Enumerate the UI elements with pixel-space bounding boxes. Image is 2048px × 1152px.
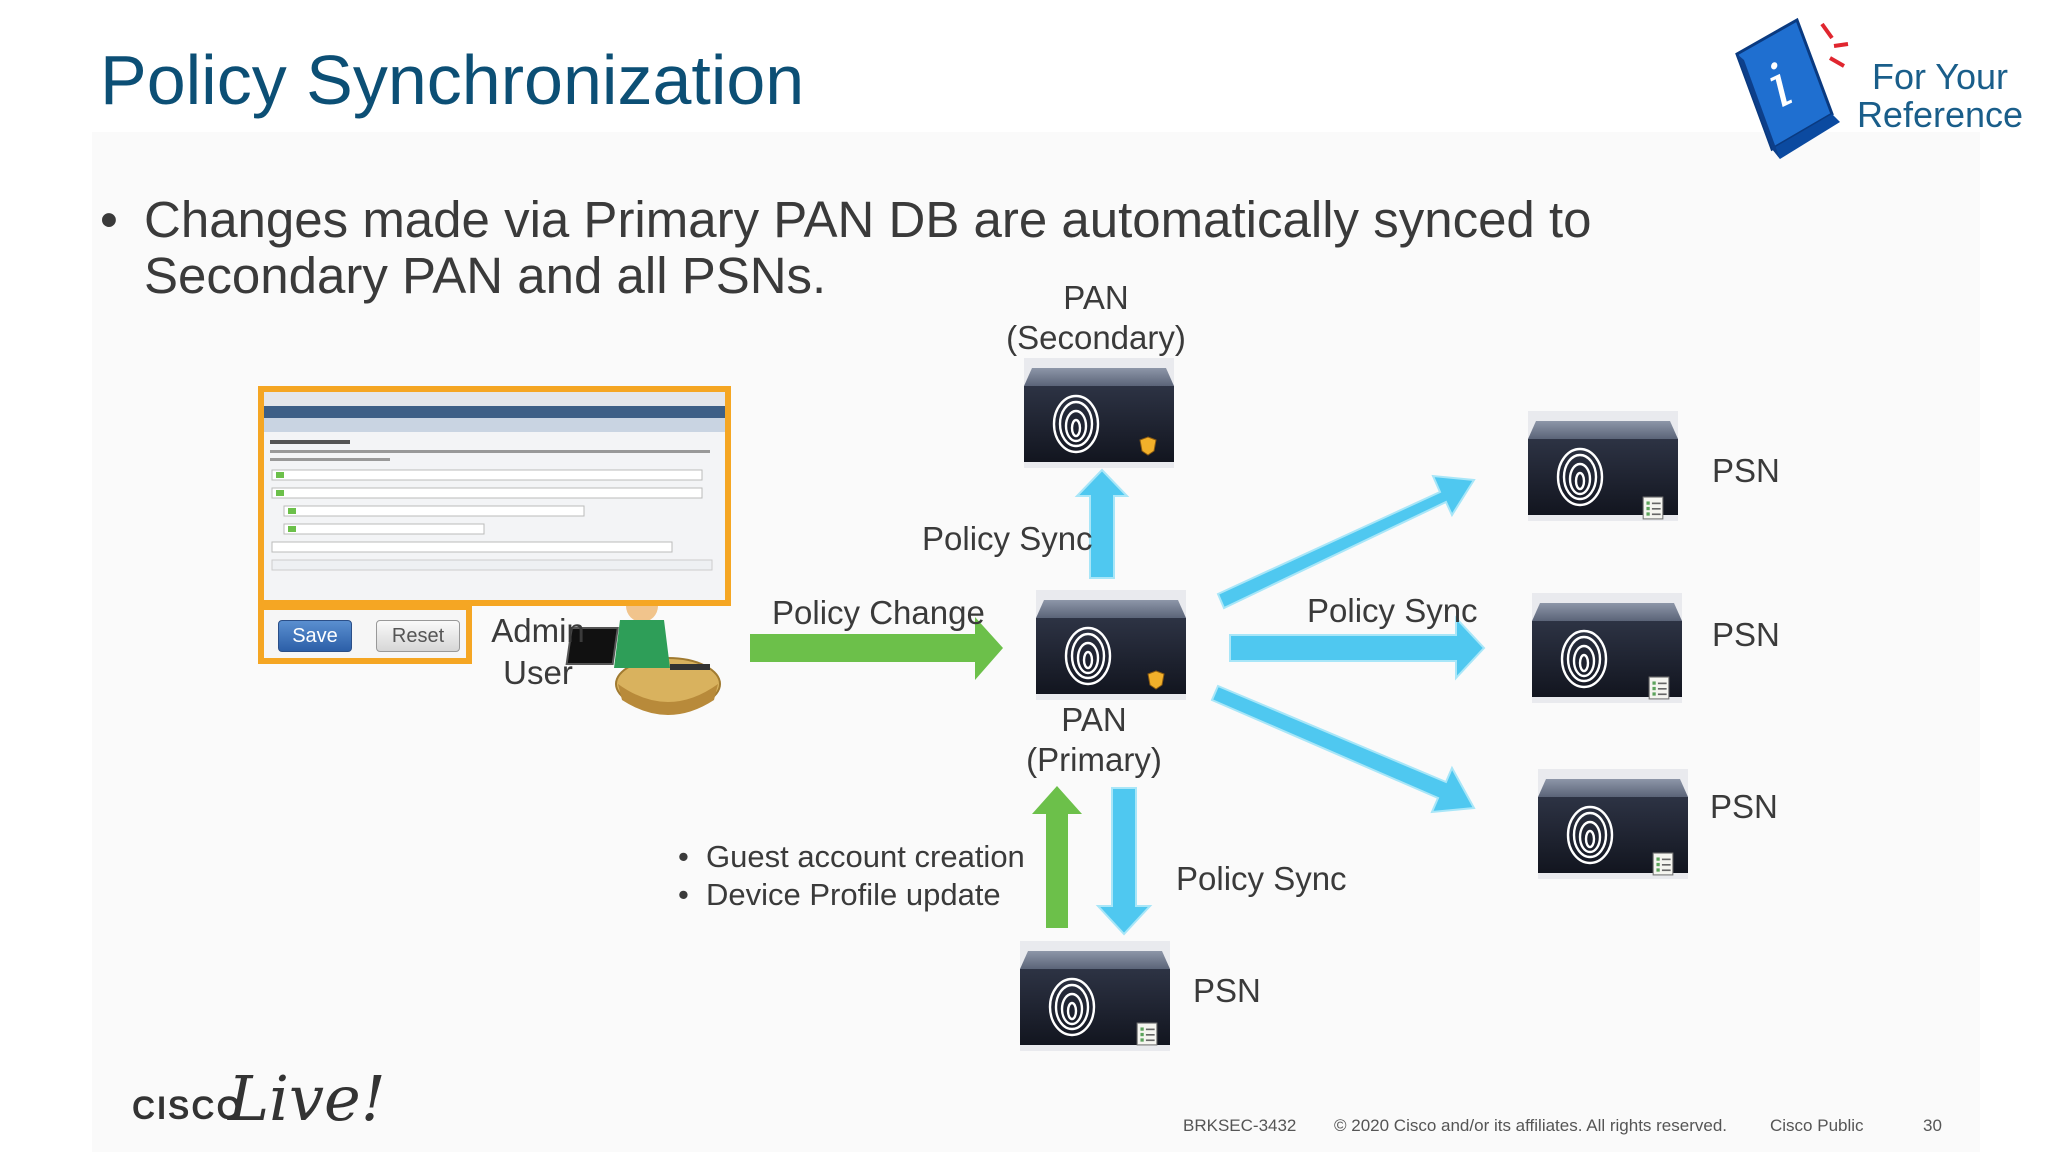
admin-ui-screenshot: [258, 386, 731, 606]
bullet-marker: •: [678, 839, 689, 874]
pan-primary-server-icon: [1036, 590, 1186, 700]
reset-button[interactable]: Reset: [376, 620, 460, 652]
trigger-list: • Guest account creation • Device Profile …: [678, 838, 1025, 914]
list-item: • Guest account creation: [678, 838, 1025, 876]
sync-arrow-to-psn-3: [1210, 684, 1476, 814]
change-arrow-up-from-psn: [1032, 786, 1082, 928]
reference-badge-text: For Your Reference: [1855, 58, 2025, 134]
pan-primary-line-1: PAN: [1061, 701, 1127, 738]
list-item: • Device Profile update: [678, 876, 1025, 914]
cisco-logo-text: CISCO: [132, 1090, 244, 1126]
pan-secondary-label: PAN (Secondary): [996, 278, 1196, 358]
pan-secondary-line-1: PAN: [1063, 279, 1129, 316]
sync-arrow-to-psn-2: [1229, 615, 1486, 681]
reference-line-1: For Your: [1871, 56, 2009, 97]
page-number: 30: [1923, 1116, 1942, 1135]
list-item-text: Guest account creation: [706, 839, 1025, 874]
policy-change-arrow: [750, 617, 1003, 680]
session-code: BRKSEC-3432: [1183, 1116, 1297, 1135]
classification-label: Cisco Public: [1770, 1116, 1864, 1135]
page-title: Policy Synchronization: [100, 41, 805, 119]
pan-secondary-server-icon: [1024, 358, 1174, 468]
policy-change-label: Policy Change: [772, 594, 985, 631]
policy-sync-label-up: Policy Sync: [922, 520, 1093, 557]
copyright-notice: © 2020 Cisco and/or its affiliates. All …: [1334, 1116, 1728, 1135]
bullet-marker: •: [100, 191, 118, 248]
policy-editor-preview: [264, 392, 725, 571]
save-button[interactable]: Save: [278, 620, 352, 652]
sync-arrow-up-secondary: [1074, 468, 1130, 579]
main-bullet-line-1: Changes made via Primary PAN DB are auto…: [144, 191, 1592, 248]
admin-user-line-2: User: [503, 654, 573, 691]
info-book-icon: i: [1735, 17, 1849, 159]
admin-user-label: Admin User: [478, 610, 598, 694]
psn-server-icon-bottom: [1020, 939, 1170, 1053]
cisco-live-logo: Live!: [228, 1062, 386, 1135]
pan-primary-line-2: (Primary): [1026, 741, 1162, 778]
sync-arrow-to-psn-1: [1216, 474, 1476, 610]
main-bullet-line-2: Secondary PAN and all PSNs.: [144, 247, 827, 304]
psn-label-2: PSN: [1712, 616, 1780, 653]
pan-secondary-line-2: (Secondary): [1006, 319, 1186, 356]
psn-server-icon-1: [1528, 409, 1678, 523]
pan-primary-label: PAN (Primary): [994, 700, 1194, 780]
psn-server-icon-2: [1532, 591, 1682, 705]
psn-label-3: PSN: [1710, 788, 1778, 825]
reference-line-2: Reference: [1856, 94, 2024, 135]
psn-label-1: PSN: [1712, 452, 1780, 489]
psn-label-bottom: PSN: [1193, 972, 1261, 1009]
admin-user-line-1: Admin: [491, 612, 585, 649]
policy-sync-label-right: Policy Sync: [1307, 592, 1478, 629]
psn-server-icon-3: [1538, 767, 1688, 881]
sync-arrow-down-to-psn: [1095, 787, 1153, 936]
bullet-marker: •: [678, 877, 689, 912]
policy-sync-label-down: Policy Sync: [1176, 860, 1347, 897]
admin-ui-button-bar: Save Reset: [258, 604, 472, 664]
list-item-text: Device Profile update: [706, 877, 1001, 912]
